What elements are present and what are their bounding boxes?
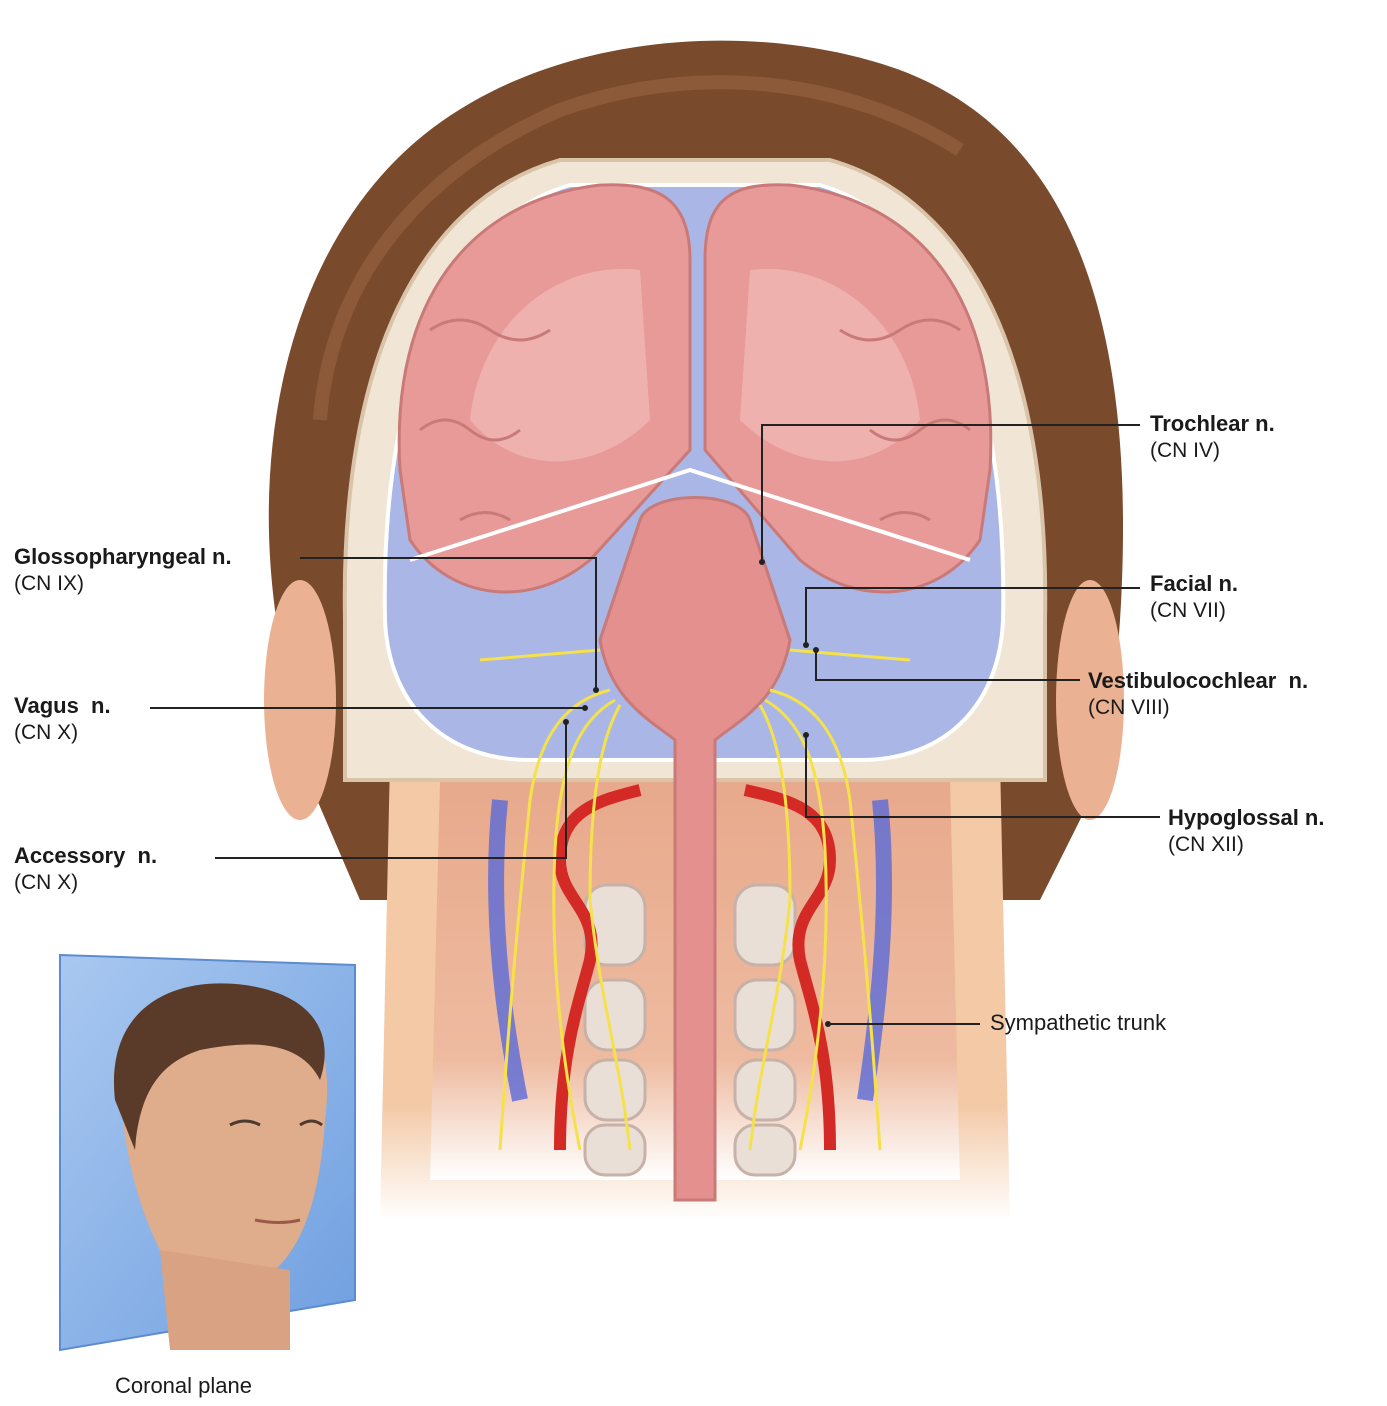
inset-caption: Coronal plane: [115, 1373, 252, 1399]
left-ear: [264, 580, 336, 820]
label-cn: (CN IV): [1150, 438, 1275, 464]
label-vagus-nerve: Vagus n. (CN X): [14, 692, 111, 746]
label-name: Vagus n.: [14, 692, 111, 720]
coronal-plane-inset: [60, 955, 355, 1350]
label-glossopharyngeal-nerve: Glossopharyngeal n. (CN IX): [14, 543, 232, 597]
label-cn: (CN IX): [14, 571, 232, 597]
label-name: Hypoglossal n.: [1168, 804, 1324, 832]
label-sympathetic-trunk: Sympathetic trunk: [990, 1010, 1166, 1036]
label-name: Vestibulocochlear n.: [1088, 667, 1308, 695]
label-vestibulocochlear-nerve: Vestibulocochlear n. (CN VIII): [1088, 667, 1308, 721]
label-accessory-nerve: Accessory n. (CN X): [14, 842, 157, 896]
label-cn: (CN XII): [1168, 832, 1324, 858]
label-name: Glossopharyngeal n.: [14, 543, 232, 571]
label-facial-nerve: Facial n. (CN VII): [1150, 570, 1238, 624]
label-hypoglossal-nerve: Hypoglossal n. (CN XII): [1168, 804, 1324, 858]
label-cn: (CN X): [14, 870, 157, 896]
label-cn: (CN VIII): [1088, 695, 1308, 721]
label-trochlear-nerve: Trochlear n. (CN IV): [1150, 410, 1275, 464]
label-cn: (CN VII): [1150, 598, 1238, 624]
label-name: Accessory n.: [14, 842, 157, 870]
label-name: Facial n.: [1150, 570, 1238, 598]
label-name: Trochlear n.: [1150, 410, 1275, 438]
label-cn: (CN X): [14, 720, 111, 746]
